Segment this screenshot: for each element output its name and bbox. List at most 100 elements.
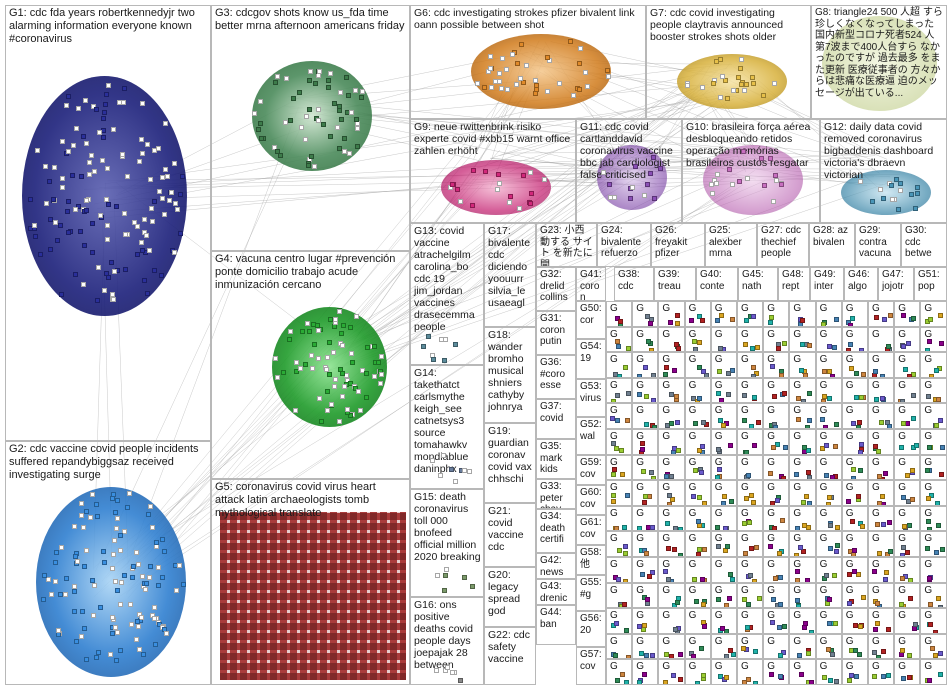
network-node[interactable] [87,172,92,177]
network-node[interactable] [807,343,812,348]
small-group-cell[interactable]: G [920,429,946,455]
network-node[interactable] [665,521,670,526]
small-group-cell[interactable]: G [737,557,763,583]
network-node[interactable] [43,164,48,169]
small-group-cell[interactable]: G [685,506,711,532]
small-group-cell[interactable]: G [816,659,842,685]
network-node[interactable] [339,331,344,336]
small-group-cell[interactable]: G [632,352,658,378]
network-node[interactable] [521,173,526,178]
network-node[interactable] [111,552,116,557]
network-node[interactable] [663,569,668,574]
network-node[interactable] [87,160,92,165]
network-node[interactable] [807,391,812,396]
network-node[interactable] [444,567,449,572]
network-node[interactable] [926,496,931,501]
network-node[interactable] [901,421,906,426]
network-node[interactable] [642,193,647,198]
group-panel-g43[interactable]: G43: drenic [536,579,576,605]
network-node[interactable] [316,118,321,123]
network-node[interactable] [152,199,157,204]
network-node[interactable] [441,453,446,458]
small-group-cell[interactable]: G [894,531,920,557]
small-group-cell[interactable]: G [632,403,658,429]
network-node[interactable] [802,625,807,630]
network-node[interactable] [827,495,832,500]
network-node[interactable] [499,86,504,91]
network-node[interactable] [833,621,838,626]
network-node[interactable] [744,318,749,323]
network-node[interactable] [693,421,698,426]
network-node[interactable] [156,565,161,570]
network-node[interactable] [534,83,539,88]
small-group-cell[interactable]: G [685,378,711,404]
network-node[interactable] [275,375,280,380]
network-node[interactable] [751,500,756,505]
group-panel-g15[interactable]: G15: death coronavirus toll 000 bnofeed … [410,489,484,597]
network-node[interactable] [872,674,877,679]
network-node[interactable] [776,346,781,351]
network-node[interactable] [672,368,677,373]
network-node[interactable] [807,418,812,423]
network-node[interactable] [928,317,933,322]
network-node[interactable] [745,176,750,181]
network-node[interactable] [106,202,111,207]
small-group-cell[interactable]: G [816,429,842,455]
network-node[interactable] [701,369,706,374]
network-node[interactable] [777,551,782,556]
network-node[interactable] [623,544,628,549]
network-node[interactable] [752,395,757,400]
network-node[interactable] [90,492,95,497]
network-node[interactable] [84,208,89,213]
network-node[interactable] [165,174,170,179]
network-node[interactable] [605,68,610,73]
network-node[interactable] [333,317,338,322]
network-node[interactable] [778,653,783,658]
network-node[interactable] [614,446,619,451]
small-group-cell[interactable]: G [868,429,894,455]
small-group-cell[interactable]: G [842,557,868,583]
network-node[interactable] [152,268,157,273]
network-node[interactable] [475,81,480,86]
network-node[interactable] [780,518,785,523]
network-node[interactable] [802,523,807,528]
network-node[interactable] [507,200,512,205]
network-node[interactable] [84,657,89,662]
network-node[interactable] [346,93,351,98]
network-node[interactable] [110,631,115,636]
network-node[interactable] [71,143,76,148]
network-node[interactable] [828,678,833,683]
network-node[interactable] [273,356,278,361]
network-node[interactable] [528,170,533,175]
small-group-cell[interactable]: G [816,327,842,353]
network-node[interactable] [169,190,174,195]
network-node[interactable] [625,493,630,498]
group-panel-g50[interactable]: G50: cor [576,301,606,339]
small-group-cell[interactable]: G [685,301,711,327]
network-node[interactable] [92,583,97,588]
network-node[interactable] [910,468,915,473]
network-node[interactable] [933,653,938,658]
network-node[interactable] [325,389,330,394]
small-group-cell[interactable]: G [606,557,632,583]
network-node[interactable] [889,183,894,188]
small-group-cell[interactable]: G [920,531,946,557]
small-group-cell[interactable]: G [632,531,658,557]
network-node[interactable] [327,372,332,377]
network-node[interactable] [620,472,625,477]
network-node[interactable] [252,111,257,116]
network-node[interactable] [356,389,361,394]
network-node[interactable] [72,584,77,589]
network-node[interactable] [259,136,264,141]
small-group-cell[interactable]: G [763,327,789,353]
network-node[interactable] [137,647,142,652]
network-node[interactable] [426,334,431,339]
network-node[interactable] [881,196,886,201]
network-node[interactable] [120,152,125,157]
network-node[interactable] [288,118,293,123]
network-node[interactable] [806,651,811,656]
network-node[interactable] [770,364,775,369]
network-node[interactable] [98,213,103,218]
network-node[interactable] [728,443,733,448]
network-node[interactable] [742,393,747,398]
